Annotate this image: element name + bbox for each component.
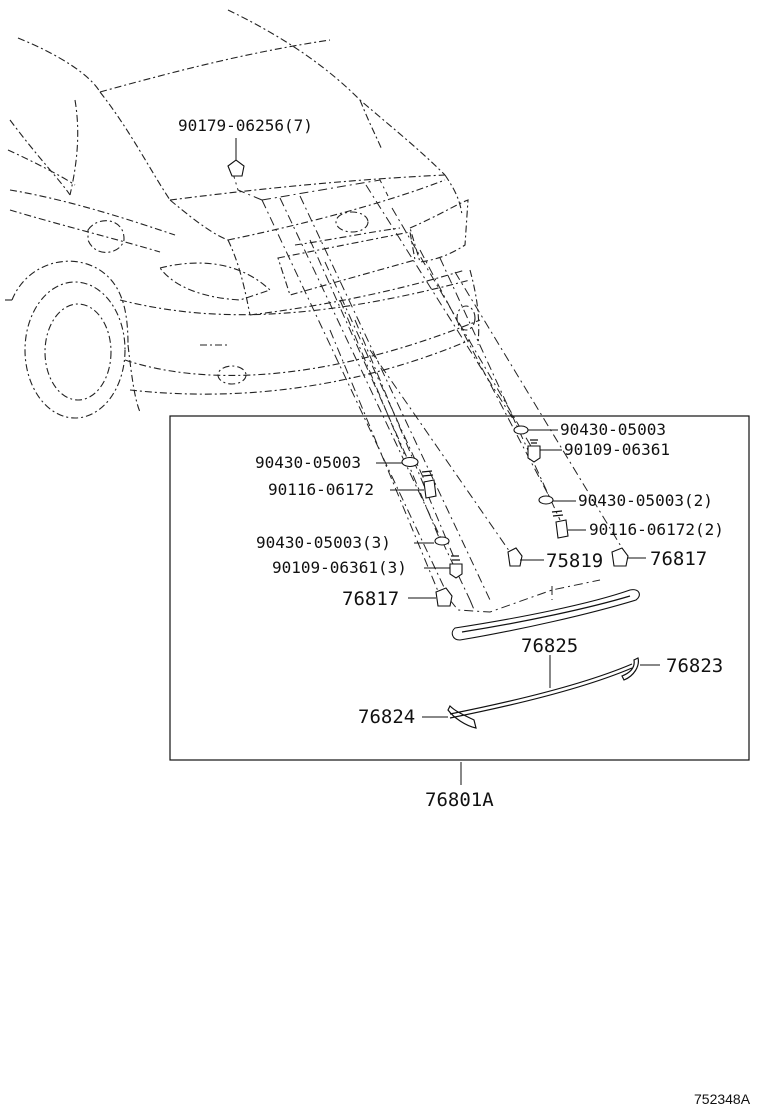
garnish-bar-part xyxy=(451,589,640,641)
label-washer-left-1: 90430-05003 xyxy=(255,453,361,472)
projection-lines xyxy=(231,169,623,613)
label-bolt-right-2: 90116-06172(2) xyxy=(589,520,724,539)
label-washer-right-2: 90430-05003(2) xyxy=(578,491,713,510)
end-piece-left-part xyxy=(447,704,477,729)
end-piece-right-part xyxy=(621,657,639,681)
label-bolt-left-1: 90116-06172 xyxy=(268,480,374,499)
part-labels: 90179-06256(7) 90430-05003 90109-06361 9… xyxy=(178,116,724,811)
clip-part xyxy=(507,547,523,567)
cap-part xyxy=(435,587,453,607)
screw-part xyxy=(527,439,541,463)
bolt-part xyxy=(551,510,569,539)
washer-part xyxy=(401,456,419,468)
label-washer-right-1: 90430-05003 xyxy=(560,420,666,439)
washer-part xyxy=(538,495,554,505)
cap-part xyxy=(611,547,629,567)
label-garnish: 76825 xyxy=(521,635,578,657)
label-end-left: 76824 xyxy=(358,706,415,728)
screw-part xyxy=(449,555,463,579)
label-washer-left-2: 90430-05003(3) xyxy=(256,533,391,552)
label-cap-left: 76817 xyxy=(342,588,399,610)
label-assembly: 76801A xyxy=(425,789,494,811)
clip-nut-part xyxy=(227,159,245,177)
leader-lines xyxy=(235,138,660,785)
label-cap-right: 76817 xyxy=(650,548,707,570)
label-clip-center: 75819 xyxy=(546,550,603,572)
moulding-part xyxy=(449,663,633,719)
assembly-frame xyxy=(169,415,750,761)
washer-part xyxy=(434,536,450,546)
car-rear-outline xyxy=(5,9,481,419)
washer-part xyxy=(513,425,529,435)
bolt-part xyxy=(421,470,437,499)
label-clip-top: 90179-06256(7) xyxy=(178,116,313,135)
figure-reference: 752348A xyxy=(694,1091,751,1107)
label-screw-left-2: 90109-06361(3) xyxy=(272,558,407,577)
label-end-right: 76823 xyxy=(666,655,723,677)
label-screw-right-1: 90109-06361 xyxy=(564,440,670,459)
